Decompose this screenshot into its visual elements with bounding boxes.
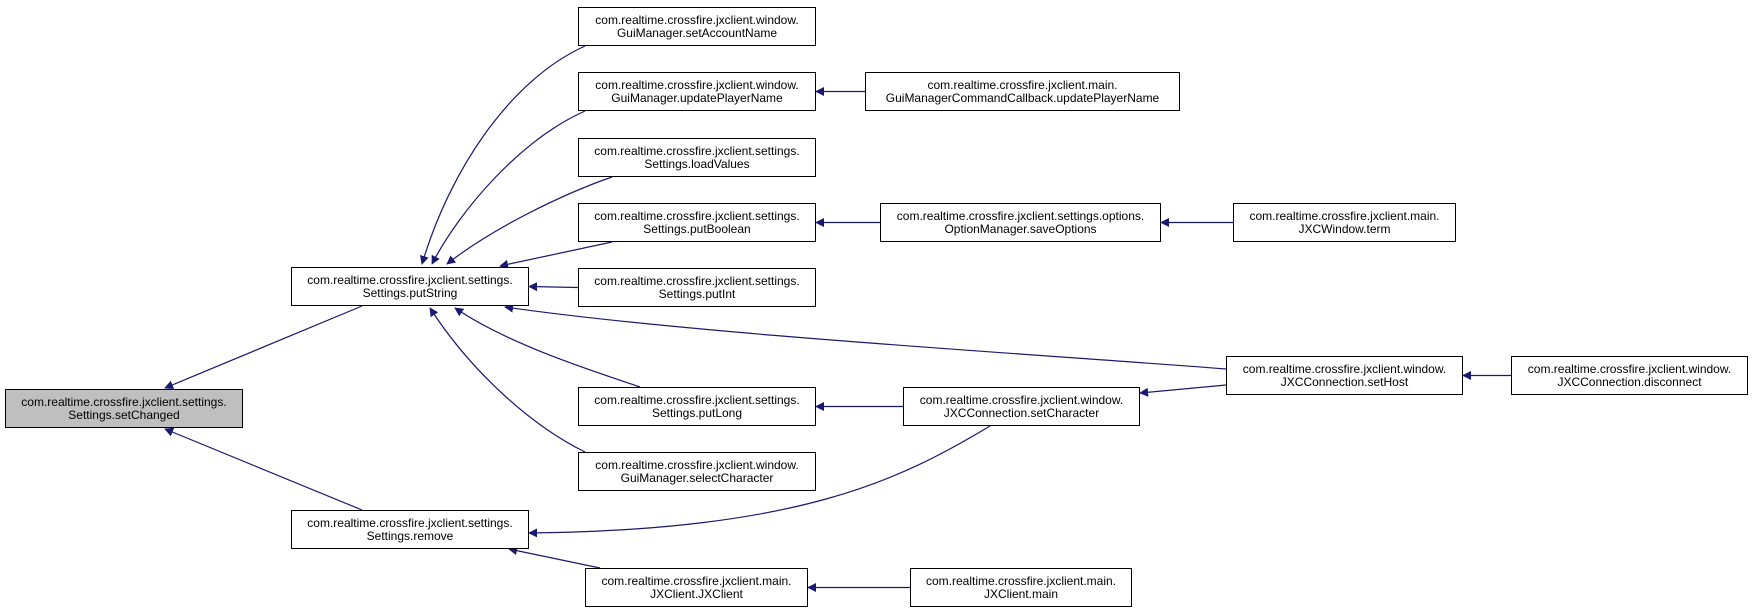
node-setHost[interactable]: com.realtime.crossfire.jxclient.window.J… — [1226, 356, 1463, 395]
edge-setAccountName-to-putString — [420, 45, 586, 265]
node-label-package: com.realtime.crossfire.jxclient.main. — [925, 573, 1117, 588]
node-term[interactable]: com.realtime.crossfire.jxclient.main.JXC… — [1233, 203, 1456, 242]
node-label-method: Settings.remove — [366, 528, 454, 543]
node-label-method: OptionManager.saveOptions — [944, 221, 1097, 236]
node-label-package: com.realtime.crossfire.jxclient.main. — [1249, 208, 1440, 223]
node-label-package: com.realtime.crossfire.jxclient.main. — [601, 573, 792, 588]
node-label-method: Settings.putInt — [658, 286, 736, 301]
edge-jxclientCtor-to-remove — [508, 546, 601, 569]
node-label-method: Settings.putLong — [651, 405, 743, 420]
edge-remove-to-setChanged — [164, 427, 363, 511]
node-cbUpdatePlayerName[interactable]: com.realtime.crossfire.jxclient.main.Gui… — [865, 72, 1180, 111]
edge-selectCharacter-to-putString — [429, 307, 586, 453]
node-label-package: com.realtime.crossfire.jxclient.settings… — [594, 392, 800, 407]
node-label-method: Settings.putString — [362, 285, 458, 300]
node-label-method: JXClient.JXClient — [650, 586, 743, 601]
node-label-package: com.realtime.crossfire.jxclient.settings… — [594, 143, 800, 158]
edge-putLong-to-putString — [454, 307, 641, 388]
node-saveOptions[interactable]: com.realtime.crossfire.jxclient.settings… — [880, 203, 1161, 242]
node-label-method: Settings.setChanged — [68, 407, 180, 422]
node-label-package: com.realtime.crossfire.jxclient.window. — [1242, 361, 1447, 376]
node-putLong[interactable]: com.realtime.crossfire.jxclient.settings… — [578, 387, 816, 426]
node-label-method: JXCConnection.setCharacter — [943, 405, 1100, 420]
edge-loadValues-to-putString — [446, 176, 613, 265]
edge-setHost-to-setCharacter — [1139, 384, 1227, 397]
node-label-package: com.realtime.crossfire.jxclient.main. — [927, 77, 1118, 92]
node-label-package: com.realtime.crossfire.jxclient.settings… — [307, 515, 513, 530]
node-loadValues[interactable]: com.realtime.crossfire.jxclient.settings… — [578, 138, 816, 177]
edge-putString-to-setChanged — [164, 305, 363, 390]
node-label-method: JXCConnection.setHost — [1280, 374, 1409, 389]
node-label-method: JXCConnection.disconnect — [1557, 374, 1702, 389]
node-selectCharacter[interactable]: com.realtime.crossfire.jxclient.window.G… — [578, 452, 816, 491]
node-label-package: com.realtime.crossfire.jxclient.window. — [595, 457, 799, 472]
node-setCharacter[interactable]: com.realtime.crossfire.jxclient.window.J… — [903, 387, 1140, 426]
node-label-method: GuiManagerCommandCallback.updatePlayerNa… — [885, 90, 1160, 105]
node-label-package: com.realtime.crossfire.jxclient.settings… — [307, 272, 513, 287]
node-label-package: com.realtime.crossfire.jxclient.settings… — [594, 273, 800, 288]
node-label-package: com.realtime.crossfire.jxclient.settings… — [594, 208, 800, 223]
node-setAccountName[interactable]: com.realtime.crossfire.jxclient.window.G… — [578, 7, 816, 46]
node-setChanged[interactable]: com.realtime.crossfire.jxclient.settings… — [5, 389, 243, 428]
node-label-method: GuiManager.updatePlayerName — [611, 90, 783, 105]
node-putBoolean[interactable]: com.realtime.crossfire.jxclient.settings… — [578, 203, 816, 242]
node-updatePlayerName[interactable]: com.realtime.crossfire.jxclient.window.G… — [578, 72, 816, 111]
node-jxclientCtor[interactable]: com.realtime.crossfire.jxclient.main.JXC… — [585, 568, 808, 607]
node-label-method: Settings.loadValues — [644, 156, 750, 171]
edge-setCharacter-to-remove — [528, 425, 991, 538]
node-label-package: com.realtime.crossfire.jxclient.window. — [919, 392, 1124, 407]
node-label-package: com.realtime.crossfire.jxclient.window. — [595, 12, 799, 27]
node-label-method: GuiManager.selectCharacter — [620, 470, 774, 485]
node-label-package: com.realtime.crossfire.jxclient.settings… — [21, 394, 227, 409]
node-putString[interactable]: com.realtime.crossfire.jxclient.settings… — [291, 267, 529, 306]
edge-putInt-to-putString — [528, 282, 579, 292]
edge-putBoolean-to-putString — [499, 241, 613, 269]
edge-updatePlayerName-to-putString — [431, 110, 586, 265]
node-label-package: com.realtime.crossfire.jxclient.window. — [1527, 361, 1732, 376]
node-label-package: com.realtime.crossfire.jxclient.settings… — [896, 208, 1145, 223]
node-remove[interactable]: com.realtime.crossfire.jxclient.settings… — [291, 510, 529, 549]
node-disconnect[interactable]: com.realtime.crossfire.jxclient.window.J… — [1511, 356, 1748, 395]
edge-setHost-to-putString — [504, 303, 1227, 370]
node-label-method: GuiManager.setAccountName — [616, 25, 778, 40]
node-putInt[interactable]: com.realtime.crossfire.jxclient.settings… — [578, 268, 816, 307]
node-jxclientMain[interactable]: com.realtime.crossfire.jxclient.main.JXC… — [910, 568, 1132, 607]
node-label-method: Settings.putBoolean — [643, 221, 751, 236]
node-label-package: com.realtime.crossfire.jxclient.window. — [595, 77, 799, 92]
node-label-method: JXCWindow.term — [1298, 221, 1391, 236]
node-label-method: JXClient.main — [983, 586, 1059, 601]
